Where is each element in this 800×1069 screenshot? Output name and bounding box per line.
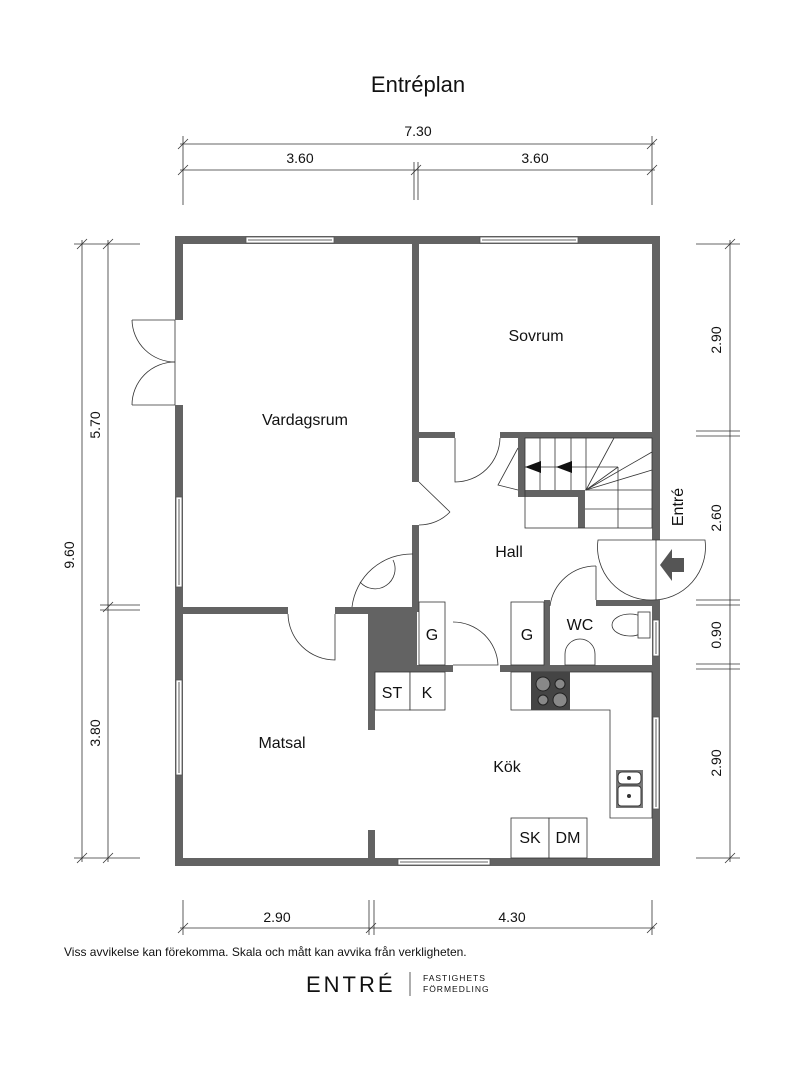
fixture-g-2: G	[521, 627, 533, 644]
fixture-k: K	[422, 685, 433, 702]
fixture-dm: DM	[556, 830, 581, 847]
logo-line2: FÖRMEDLING	[423, 984, 490, 994]
logo-name: ENTRÉ	[306, 972, 396, 997]
dim-top-left: 3.60	[286, 150, 313, 166]
room-entre: Entré	[670, 488, 687, 526]
dim-top-right: 3.60	[521, 150, 548, 166]
toilet-icon	[611, 611, 651, 639]
disclaimer: Viss avvikelse kan förekomma. Skala och …	[64, 945, 467, 959]
dim-right-4: 2.90	[708, 749, 724, 776]
dim-right-2: 2.60	[708, 504, 724, 531]
left-dimension-lines	[74, 238, 140, 864]
washbasin-icon	[564, 638, 596, 666]
dim-left-upper: 5.70	[87, 411, 103, 438]
interior-walls	[183, 244, 652, 858]
dim-bottom-right: 4.30	[498, 909, 525, 925]
dim-left-lower: 3.80	[87, 719, 103, 746]
room-kok: Kök	[493, 759, 522, 776]
windows	[175, 236, 660, 866]
entrance-door	[597, 539, 706, 601]
room-vardagsrum: Vardagsrum	[262, 412, 348, 429]
dim-right-3: 0.90	[708, 621, 724, 648]
stair-arrow-icon	[525, 461, 541, 473]
fixture-g-1: G	[426, 627, 438, 644]
right-dimension-lines	[696, 238, 740, 864]
dim-bottom-left: 2.90	[263, 909, 290, 925]
room-hall: Hall	[495, 544, 523, 561]
dim-right-1: 2.90	[708, 326, 724, 353]
dim-top-total: 7.30	[404, 123, 431, 139]
room-matsal: Matsal	[258, 735, 305, 752]
logo-line1: FASTIGHETS	[423, 973, 486, 983]
staircase	[524, 437, 653, 529]
room-sovrum: Sovrum	[508, 328, 563, 345]
fixture-sk: SK	[519, 830, 541, 847]
patio-double-door	[131, 319, 176, 406]
interior-doors	[287, 437, 597, 666]
fixtures	[374, 601, 653, 859]
dim-left-total: 9.60	[61, 541, 77, 568]
company-logo: ENTRÉ FASTIGHETS FÖRMEDLING	[306, 972, 490, 997]
room-wc: WC	[567, 617, 594, 634]
plan-title: Entréplan	[371, 72, 465, 97]
top-dimension-lines	[177, 136, 658, 205]
bottom-dimension-lines	[177, 900, 658, 935]
stair-arrow-icon	[556, 461, 572, 473]
sink-icon	[616, 770, 643, 808]
entrance-arrow-icon	[660, 549, 684, 581]
fixture-st: ST	[382, 685, 403, 702]
